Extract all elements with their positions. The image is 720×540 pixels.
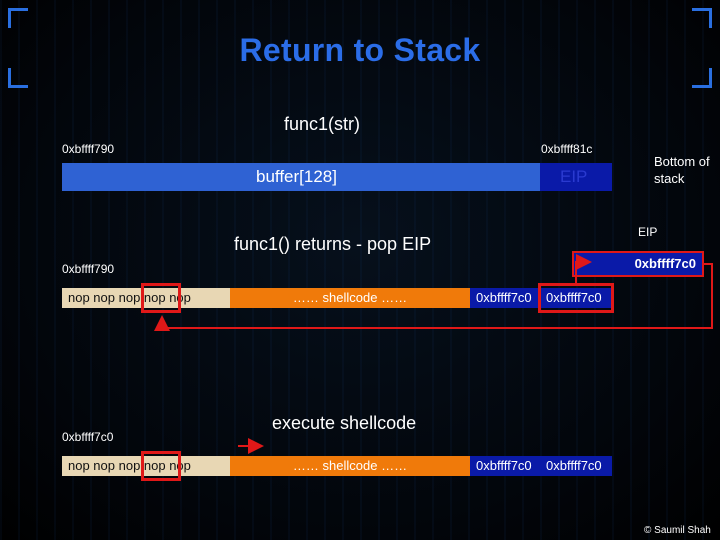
return-nop-highlight (141, 283, 181, 313)
return-nop-sled: nop nop nop nop nop (62, 288, 230, 308)
frame-end-address: 0xbffff81c (541, 142, 593, 156)
eip-register-label: EIP (638, 225, 658, 239)
execute-nop-highlight (141, 451, 181, 481)
return-shellcode: …… shellcode …… (230, 288, 470, 308)
bottom-of-stack-label: Bottom of stack (654, 154, 710, 186)
buffer-block (62, 163, 540, 191)
frame-start-address: 0xbffff790 (62, 142, 115, 156)
corner-bracket-top-left (8, 8, 28, 28)
return-eip-highlight (538, 283, 614, 313)
call-label: func1(str) (284, 114, 361, 134)
execute-caption: execute shellcode (272, 413, 417, 433)
corner-bracket-mid-right (692, 68, 712, 88)
execute-saved-address-2: 0xbffff7c0 (540, 456, 612, 476)
return-saved-address-1: 0xbffff7c0 (470, 288, 540, 308)
arrow-eip-to-register (575, 254, 592, 283)
return-caption: func1() returns - pop EIP (234, 234, 432, 254)
copyright: © Saumil Shah (644, 525, 711, 536)
return-saved-address-2: 0xbffff7c0 (540, 288, 612, 308)
execute-step-address: 0xbffff7c0 (62, 430, 114, 444)
return-step-address: 0xbffff790 (62, 262, 115, 276)
execute-nop-sled: nop nop nop nop nop (62, 456, 230, 476)
execute-shellcode: …… shellcode …… (230, 456, 470, 476)
corner-bracket-mid-left (8, 68, 28, 88)
execute-saved-address-1: 0xbffff7c0 (470, 456, 540, 476)
eip-block (540, 163, 612, 191)
slide-title: Return to Stack (239, 32, 481, 68)
corner-bracket-top-right (692, 8, 712, 28)
buffer-label: buffer[128] (256, 167, 337, 186)
eip-block-label: EIP (560, 167, 588, 186)
arrow-register-to-nop (154, 263, 713, 331)
eip-register-value: 0xbffff7c0 (572, 251, 704, 277)
